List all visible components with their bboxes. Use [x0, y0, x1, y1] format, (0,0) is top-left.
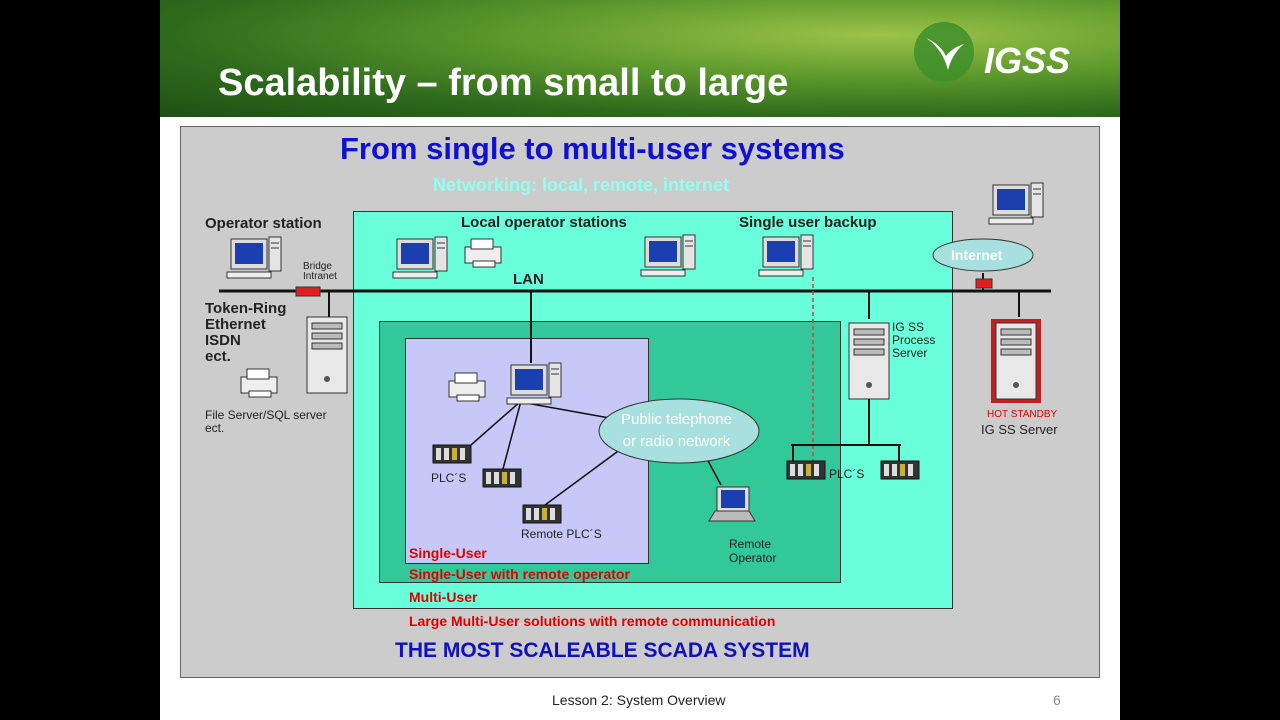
operator-station-label: Operator station	[205, 215, 322, 232]
local-operator-pc-icon	[392, 236, 448, 279]
internet-label: Internet	[951, 247, 1003, 263]
plc-icon	[880, 460, 920, 480]
plcs-right-label: PLC´S	[829, 467, 865, 481]
process-server-label: IG SS Process Server	[892, 320, 936, 360]
remote-plc-icon	[522, 504, 562, 524]
public-network-label: Public telephone or radio network	[621, 411, 732, 450]
single-user-backup-label: Single user backup	[739, 214, 877, 231]
igss-server-label: IG SS Server	[981, 422, 1058, 437]
plcs-label: PLC´S	[431, 471, 467, 485]
printer-icon	[464, 238, 502, 268]
plc-icon	[482, 468, 522, 488]
diagram-title: From single to multi-user systems	[340, 131, 845, 166]
intranet-label: Intranet	[303, 271, 337, 282]
bridge-label: Bridge	[303, 261, 332, 272]
printer-icon	[240, 368, 278, 398]
slide: Scalability – from small to large IGSS	[160, 0, 1120, 720]
local-operator-pc-icon	[640, 234, 696, 277]
bottom-slogan: THE MOST SCALEABLE SCADA SYSTEM	[395, 639, 810, 662]
process-server-icon	[848, 322, 890, 400]
network-diagram-svg	[219, 182, 1051, 524]
local-operator-stations-label: Local operator stations	[461, 214, 627, 231]
igss-logo-icon	[914, 22, 974, 82]
backup-pc-icon	[758, 234, 814, 277]
slide-header: Scalability – from small to large IGSS	[160, 0, 1120, 117]
legend-large-multi-user: Large Multi-User solutions with remote c…	[409, 613, 776, 629]
internet-pc-icon	[988, 182, 1044, 225]
lan-label: LAN	[513, 271, 544, 288]
legend-multi-user: Multi-User	[409, 589, 478, 605]
logo-text: IGSS	[984, 40, 1071, 81]
remote-operator-label: Remote Operator	[729, 537, 777, 565]
file-server-label: File Server/SQL server ect.	[205, 408, 327, 435]
legend-single-user-remote: Single-User with remote operator	[409, 566, 630, 582]
slide-title: Scalability – from small to large	[218, 62, 789, 104]
network-types-label: Token-Ring Ethernet ISDN ect.	[205, 300, 287, 365]
footer-text: Lesson 2: System Overview	[552, 692, 726, 708]
single-user-pc-icon	[506, 362, 562, 405]
legend-single-user: Single-User	[409, 545, 487, 561]
printer-icon	[448, 372, 486, 402]
page-number: 6	[1053, 692, 1061, 708]
hot-standby-label: HOT STANDBY	[987, 409, 1058, 420]
remote-operator-laptop-icon	[708, 486, 756, 522]
remote-plcs-label: Remote PLC´S	[521, 527, 602, 541]
hot-standby-server-icon	[991, 319, 1041, 403]
diagram-subtitle: Networking: local, remote, internet	[433, 175, 730, 195]
scada-diagram: From single to multi-user systems Networ…	[180, 126, 1100, 678]
file-server-icon	[306, 316, 348, 394]
plc-icon	[432, 444, 472, 464]
plc-icon	[786, 460, 826, 480]
operator-station-icon	[226, 236, 282, 279]
